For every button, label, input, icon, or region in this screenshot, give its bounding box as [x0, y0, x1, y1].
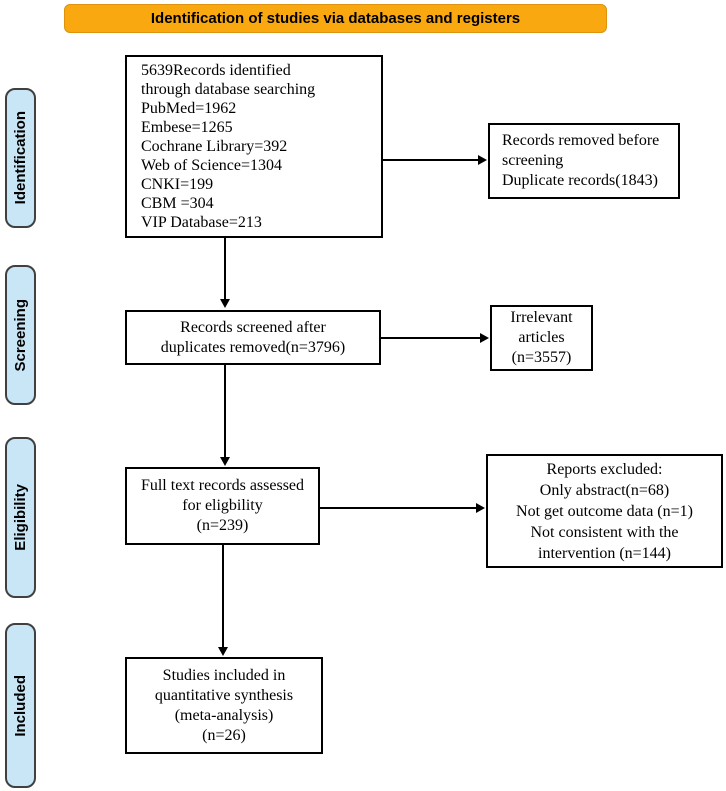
arrow-screened-to-irrelevant-line [381, 337, 481, 339]
stage-identification: Identification [5, 88, 36, 228]
box-records-identified: 5639Records identified through database … [125, 55, 383, 238]
stage-screening: Screening [5, 265, 36, 405]
arrow-fulltext-to-excluded-head-icon [476, 503, 485, 513]
arrow-fulltext-to-included-head-icon [218, 647, 228, 656]
arrow-screened-to-fulltext-head-icon [220, 457, 230, 466]
stage-included: Included [5, 623, 36, 788]
arrow-fulltext-to-included-line [222, 545, 224, 647]
arrow-identified-to-removed-line [383, 159, 479, 161]
box-studies-included: Studies included in quantitative synthes… [125, 657, 323, 754]
arrow-identified-to-removed-head-icon [478, 155, 487, 165]
box-irrelevant-articles: Irrelevant articles (n=3557) [490, 305, 593, 371]
stage-eligibility: Eligibility [5, 437, 36, 598]
diagram-title-banner: Identification of studies via databases … [64, 4, 607, 33]
box-reports-excluded: Reports excluded: Only abstract(n=68) No… [486, 454, 723, 568]
arrow-screened-to-fulltext-line [224, 365, 226, 457]
stage-screening-label: Screening [12, 298, 29, 372]
box-fulltext-assessed: Full text records assessed for eligbilit… [125, 467, 320, 545]
arrow-identified-to-screened-head-icon [220, 299, 230, 308]
arrow-identified-to-screened-line [224, 238, 226, 299]
diagram-title: Identification of studies via databases … [150, 10, 521, 27]
stage-identification-label: Identification [12, 111, 29, 205]
arrow-screened-to-irrelevant-head-icon [480, 333, 489, 343]
stage-eligibility-label: Eligibility [12, 484, 29, 551]
arrow-fulltext-to-excluded-line [320, 507, 477, 509]
stage-included-label: Included [12, 674, 29, 737]
box-records-screened: Records screened after duplicates remove… [125, 310, 381, 365]
box-records-removed: Records removed before screening Duplica… [488, 123, 680, 199]
